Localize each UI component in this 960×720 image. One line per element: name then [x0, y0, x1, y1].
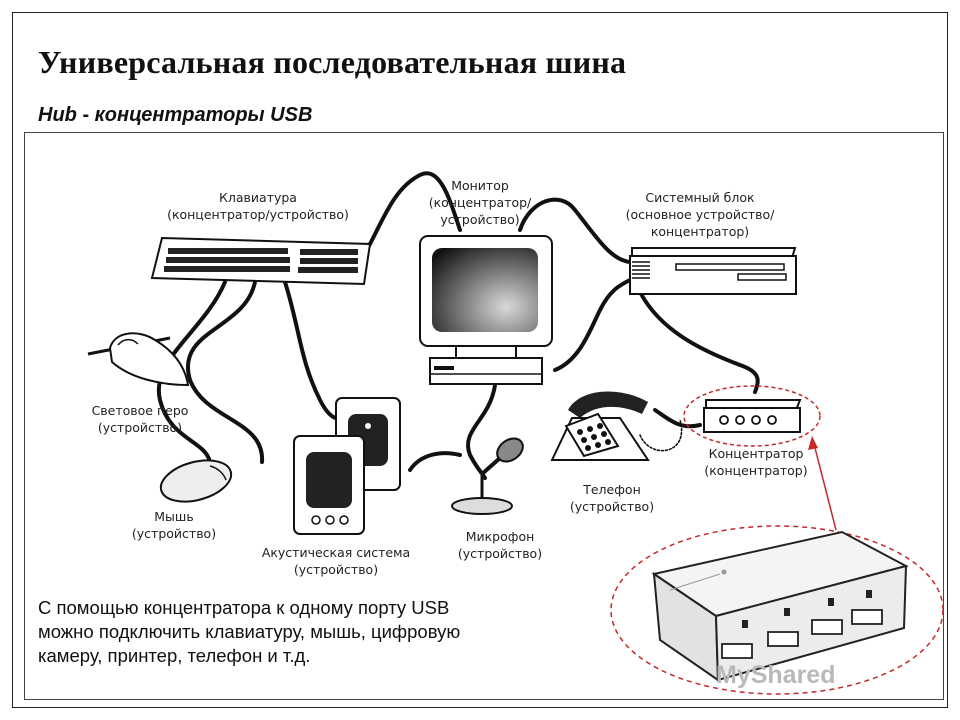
label-phone-1: Телефон — [582, 482, 641, 497]
telephone-icon — [550, 391, 650, 461]
label-hub-1: Концентратор — [709, 446, 804, 461]
label-mic-1: Микрофон — [466, 529, 535, 544]
mouse-icon — [159, 459, 233, 503]
subtitle-rest: концентраторы USB — [94, 104, 313, 126]
usb-cables — [156, 171, 760, 480]
usb-hub-photo — [610, 525, 944, 695]
cable-hub-phone — [653, 408, 702, 429]
hub-icon — [683, 385, 821, 447]
system-unit-icon — [629, 247, 797, 295]
note-line-2: можно подключить клавиатуру, мышь, цифро… — [38, 621, 461, 642]
pointer-arrow — [808, 436, 837, 531]
label-speakers-1: Акустическая система — [262, 545, 410, 560]
speakers-icon — [293, 397, 401, 535]
usb-ports — [721, 609, 883, 659]
label-phone-2: (устройство) — [570, 499, 654, 514]
slide-frame — [12, 12, 948, 708]
cable-speakers-mic — [408, 451, 462, 472]
label-monitor-2: (концентратор/ — [429, 195, 532, 210]
label-speakers-2: (устройство) — [294, 562, 378, 577]
label-hub-2: (концентратор) — [704, 463, 807, 478]
label-mouse-1: Мышь — [154, 509, 193, 524]
cable-system-hub — [638, 290, 760, 394]
light-pen-icon — [87, 332, 190, 387]
label-keyboard-1: Клавиатура — [219, 190, 297, 205]
label-mouse-2: (устройство) — [132, 526, 216, 541]
label-keyboard-2: (концентратор/устройство) — [167, 207, 349, 222]
note-line-3: камеру, принтер, телефон и т.д. — [38, 645, 311, 666]
diagram-labels: Клавиатура (концентратор/устройство) Мон… — [92, 178, 808, 577]
label-mic-2: (устройство) — [458, 546, 542, 561]
subtitle-separator: - — [76, 104, 95, 126]
label-pen-2: (устройство) — [98, 420, 182, 435]
slide-subtitle: Hub - концентраторы USB — [38, 104, 312, 127]
cable-monitor-system2 — [553, 278, 632, 372]
explanation-note: С помощью концентратора к одному порту U… — [38, 596, 608, 668]
cable-monitor-mic — [466, 383, 497, 480]
label-system-3: концентратор) — [651, 224, 749, 239]
note-line-1: С помощью концентратора к одному порту U… — [38, 597, 450, 618]
subtitle-hub: Hub — [38, 104, 77, 126]
label-pen-1: Световое перо — [92, 403, 189, 418]
slide-title: Универсальная последовательная шина — [38, 44, 627, 80]
label-monitor-1: Монитор — [451, 178, 509, 193]
keyboard-icon — [150, 236, 372, 286]
phone-cord — [639, 419, 683, 452]
label-system-2: (основное устройство/ — [626, 207, 775, 222]
diagram-panel — [24, 132, 944, 700]
cable-keyboard-mouse — [156, 280, 227, 464]
cable-keyboard-pen — [186, 280, 265, 464]
watermark-logo: MyShared — [716, 661, 836, 689]
label-system-1: Системный блок — [645, 190, 755, 205]
label-monitor-3: устройство) — [440, 212, 519, 227]
monitor-icon — [419, 235, 553, 385]
microphone-icon — [451, 437, 524, 515]
cable-monitor-system — [518, 197, 632, 264]
cable-keyboard-monitor — [358, 171, 462, 264]
